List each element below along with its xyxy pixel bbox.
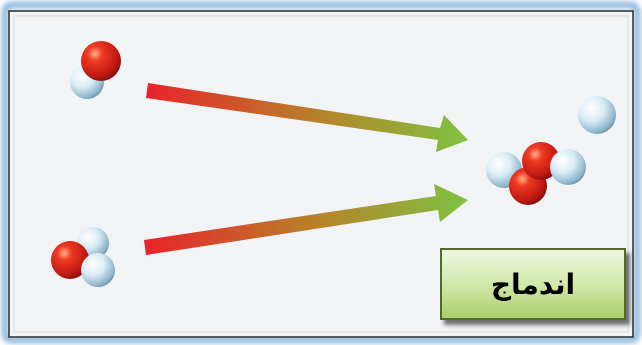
- oxygen-atom: [51, 241, 89, 279]
- molecule-product: [486, 96, 616, 205]
- bottom-arrow: [144, 184, 468, 255]
- top-arrow: [146, 83, 468, 152]
- fusion-label-box: اندماج: [440, 248, 626, 320]
- hydrogen-atom: [81, 253, 115, 287]
- oxygen-atom: [81, 41, 121, 81]
- hydrogen-atom: [578, 96, 616, 134]
- fusion-label: اندماج: [490, 267, 576, 301]
- molecule-top-left: [70, 41, 121, 99]
- hydrogen-atom: [550, 149, 586, 185]
- molecule-bottom-left: [51, 227, 115, 287]
- panel-inner-border: [13, 15, 629, 333]
